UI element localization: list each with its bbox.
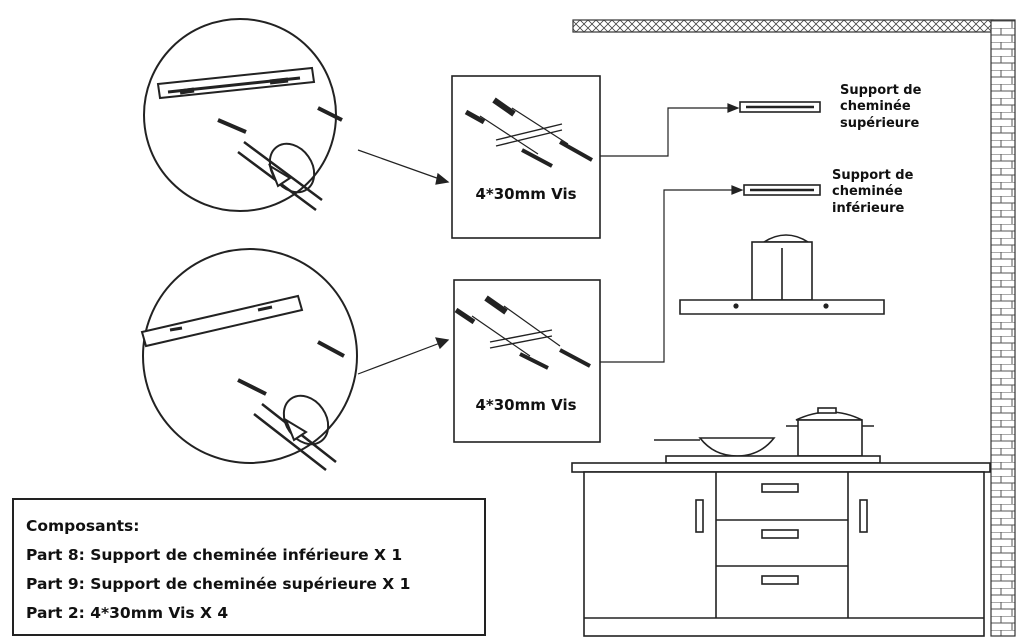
screw-box-bottom	[453, 279, 601, 443]
brick-wall	[990, 19, 1016, 637]
range-hood	[679, 234, 885, 315]
countertop	[571, 462, 991, 473]
screws-top-label: 4*30mm Vis	[475, 185, 577, 203]
component-item: Part 8: Support de cheminée inférieure X…	[26, 546, 403, 564]
leader-arrows	[357, 149, 450, 375]
component-item: Part 9: Support de cheminée supérieure X…	[26, 575, 411, 593]
lower-bracket-label-line: cheminée	[832, 184, 903, 200]
upper-chimney-bracket	[739, 101, 821, 113]
kitchen-cabinet	[583, 471, 985, 637]
connector-lines	[600, 103, 744, 363]
components-box: Composants: Part 8: Support de cheminée …	[12, 498, 486, 636]
lower-bracket-label-line: inférieure	[832, 200, 905, 216]
upper-bracket-label-line: supérieure	[840, 115, 920, 131]
component-item: Part 2: 4*30mm Vis X 4	[26, 604, 229, 622]
upper-bracket-label: Support de cheminée supérieure	[840, 83, 921, 132]
magnifier-circle-top	[143, 18, 343, 212]
cooking-pot	[786, 407, 874, 457]
screws-bottom-label: 4*30mm Vis	[475, 396, 577, 414]
components-title: Composants:	[26, 517, 140, 535]
wok-pan	[654, 437, 776, 457]
ceiling	[572, 19, 994, 33]
upper-bracket-label-line: cheminée	[840, 99, 911, 115]
lower-bracket-label-line: Support de	[832, 168, 914, 183]
upper-bracket-label-line: Support de	[840, 83, 922, 98]
magnifier-circle-bottom	[140, 248, 358, 471]
cooktop	[665, 455, 881, 464]
lower-bracket-label: Support de cheminée inférieure	[832, 168, 913, 217]
lower-chimney-bracket	[743, 184, 821, 196]
screw-box-top	[451, 75, 601, 239]
